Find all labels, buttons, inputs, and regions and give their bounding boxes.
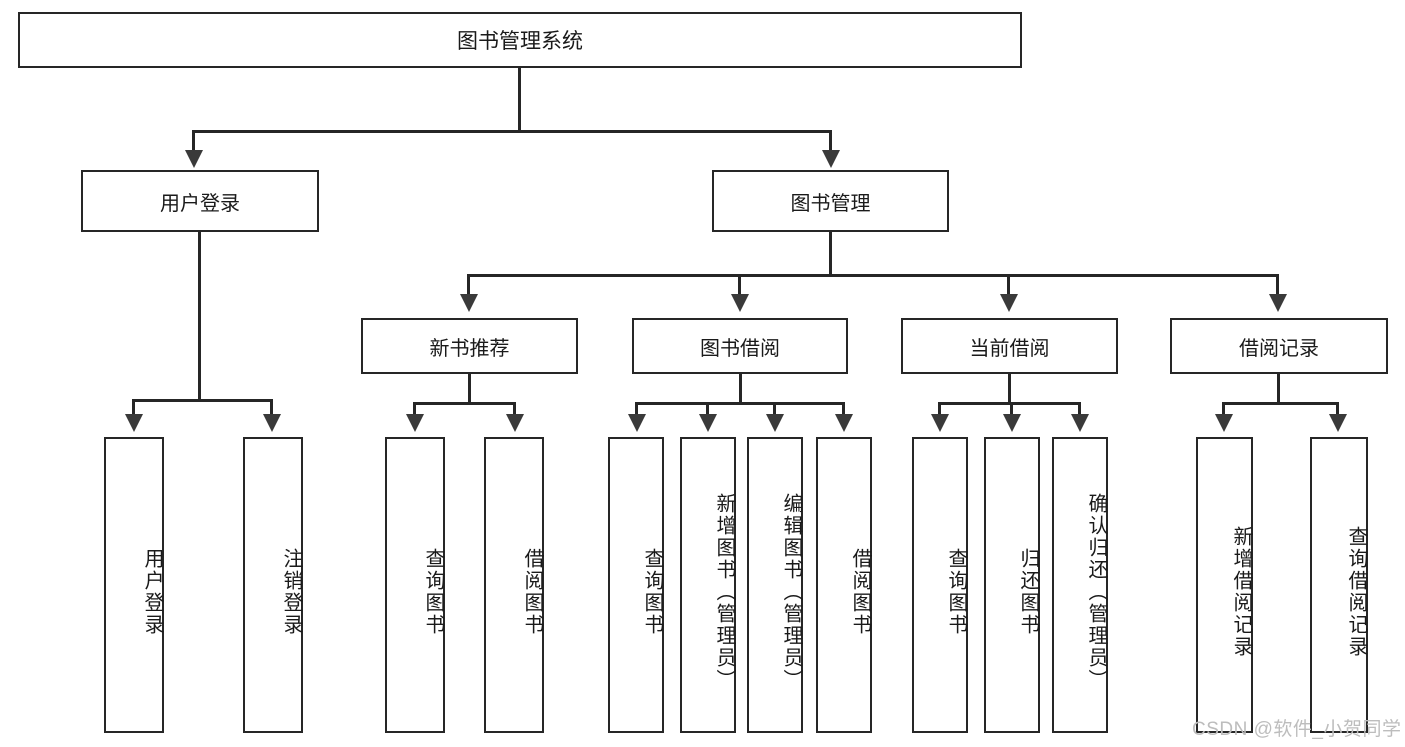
arrow-to-leaf-borrow-book-2 [835, 414, 853, 432]
connector-borrowrecord-bar [1222, 402, 1339, 405]
node-user-login-label: 用户登录 [160, 192, 240, 215]
arrow-to-user-login [185, 150, 203, 168]
connector-bookmanage-stem [829, 232, 832, 274]
node-new-book-recommend[interactable]: 新书推荐 [361, 318, 578, 374]
connector-bookmanage-drop-1 [467, 274, 470, 296]
connector-bookborrow-drop-4 [842, 402, 845, 416]
leaf-borrow-book-newbook-label: 借阅图书 [521, 548, 543, 636]
connector-borrowrecord-drop-1 [1222, 402, 1225, 416]
arrow-to-leaf-confirm-return [1071, 414, 1089, 432]
connector-bookmanage-drop-3 [1007, 274, 1010, 296]
arrow-to-leaf-query-book-2 [628, 414, 646, 432]
arrow-to-leaf-add-record [1215, 414, 1233, 432]
leaf-borrow-book-newbook[interactable]: 借阅图书 [484, 437, 544, 733]
connector-root-stem [518, 67, 521, 130]
leaf-add-book-admin-label: 新增图书（管理员） [713, 493, 735, 691]
csdn-watermark: CSDN @软件_小贺同学 [1192, 719, 1402, 740]
leaf-add-borrow-record-label: 新增借阅记录 [1230, 526, 1252, 658]
arrow-to-leaf-query-book-3 [931, 414, 949, 432]
connector-bookborrow-bar [635, 402, 845, 405]
leaf-confirm-return-admin[interactable]: 确认归还（管理员） [1052, 437, 1108, 733]
arrow-to-leaf-user-login [125, 414, 143, 432]
leaf-query-book-current-label: 查询图书 [945, 548, 967, 636]
leaf-add-borrow-record[interactable]: 新增借阅记录 [1196, 437, 1253, 733]
leaf-user-login-label: 用户登录 [141, 548, 163, 636]
leaf-logout[interactable]: 注销登录 [243, 437, 303, 733]
connector-root-left-drop [192, 130, 195, 152]
connector-borrowrecord-stem [1277, 374, 1280, 402]
connector-bookmanage-bar [467, 274, 1279, 277]
node-current-borrow-label: 当前借阅 [969, 337, 1050, 360]
node-current-borrow[interactable]: 当前借阅 [901, 318, 1118, 374]
connector-borrowrecord-drop-2 [1336, 402, 1339, 416]
arrow-to-leaf-query-record [1329, 414, 1347, 432]
node-book-borrow[interactable]: 图书借阅 [632, 318, 848, 374]
leaf-query-book-newbook[interactable]: 查询图书 [385, 437, 445, 733]
connector-bookmanage-drop-4 [1276, 274, 1279, 296]
node-book-management-label: 图书管理 [790, 192, 871, 215]
leaf-return-book-label: 归还图书 [1017, 548, 1039, 636]
connector-bookborrow-drop-2 [706, 402, 709, 416]
arrow-to-leaf-edit-book [766, 414, 784, 432]
connector-currentborrow-drop-1 [938, 402, 941, 416]
connector-userlogin-stem [198, 232, 201, 399]
arrow-to-leaf-logout [263, 414, 281, 432]
node-root-system[interactable]: 图书管理系统 [18, 12, 1022, 68]
connector-userlogin-left-drop [132, 399, 135, 416]
arrow-to-leaf-query-book-1 [406, 414, 424, 432]
node-borrow-record-label: 借阅记录 [1239, 337, 1319, 360]
node-book-borrow-label: 图书借阅 [700, 337, 780, 360]
leaf-logout-label: 注销登录 [280, 548, 302, 636]
leaf-query-borrow-record-label: 查询借阅记录 [1345, 526, 1367, 658]
connector-bookborrow-stem [739, 374, 742, 402]
connector-bookmanage-drop-2 [738, 274, 741, 296]
arrow-to-borrow-record [1269, 294, 1287, 312]
leaf-return-book[interactable]: 归还图书 [984, 437, 1040, 733]
node-root-label: 图书管理系统 [457, 30, 583, 53]
connector-newbook-stem [468, 374, 471, 402]
connector-currentborrow-drop-2 [1010, 402, 1013, 416]
leaf-add-book-admin[interactable]: 新增图书（管理员） [680, 437, 736, 733]
arrow-to-leaf-return-book [1003, 414, 1021, 432]
connector-root-bar [192, 130, 832, 133]
leaf-query-book-current[interactable]: 查询图书 [912, 437, 968, 733]
leaf-query-book-borrow[interactable]: 查询图书 [608, 437, 664, 733]
arrow-to-leaf-add-book [699, 414, 717, 432]
connector-userlogin-right-drop [270, 399, 273, 416]
node-user-login[interactable]: 用户登录 [81, 170, 319, 232]
connector-currentborrow-bar [938, 402, 1081, 405]
connector-newbook-drop-1 [413, 402, 416, 416]
node-new-book-recommend-label: 新书推荐 [429, 337, 510, 360]
connector-newbook-bar [413, 402, 516, 405]
leaf-borrow-book-label: 借阅图书 [849, 548, 871, 636]
connector-currentborrow-stem [1008, 374, 1011, 402]
node-book-management[interactable]: 图书管理 [712, 170, 949, 232]
connector-userlogin-bar [132, 399, 270, 402]
arrow-to-book-manage [822, 150, 840, 168]
leaf-query-borrow-record[interactable]: 查询借阅记录 [1310, 437, 1368, 733]
node-borrow-record[interactable]: 借阅记录 [1170, 318, 1388, 374]
leaf-user-login[interactable]: 用户登录 [104, 437, 164, 733]
arrow-to-current-borrow [1000, 294, 1018, 312]
leaf-query-book-borrow-label: 查询图书 [641, 548, 663, 636]
leaf-confirm-return-admin-label: 确认归还（管理员） [1085, 493, 1107, 691]
arrow-to-leaf-borrow-book-1 [506, 414, 524, 432]
connector-root-right-drop [829, 130, 832, 152]
connector-currentborrow-drop-3 [1078, 402, 1081, 416]
connector-bookborrow-drop-1 [635, 402, 638, 416]
leaf-query-book-newbook-label: 查询图书 [422, 548, 444, 636]
arrow-to-new-book-rec [460, 294, 478, 312]
leaf-borrow-book[interactable]: 借阅图书 [816, 437, 872, 733]
connector-bookborrow-drop-3 [773, 402, 776, 416]
connector-newbook-drop-2 [513, 402, 516, 416]
arrow-to-book-borrow [731, 294, 749, 312]
leaf-edit-book-admin[interactable]: 编辑图书（管理员） [747, 437, 803, 733]
leaf-edit-book-admin-label: 编辑图书（管理员） [780, 493, 802, 691]
